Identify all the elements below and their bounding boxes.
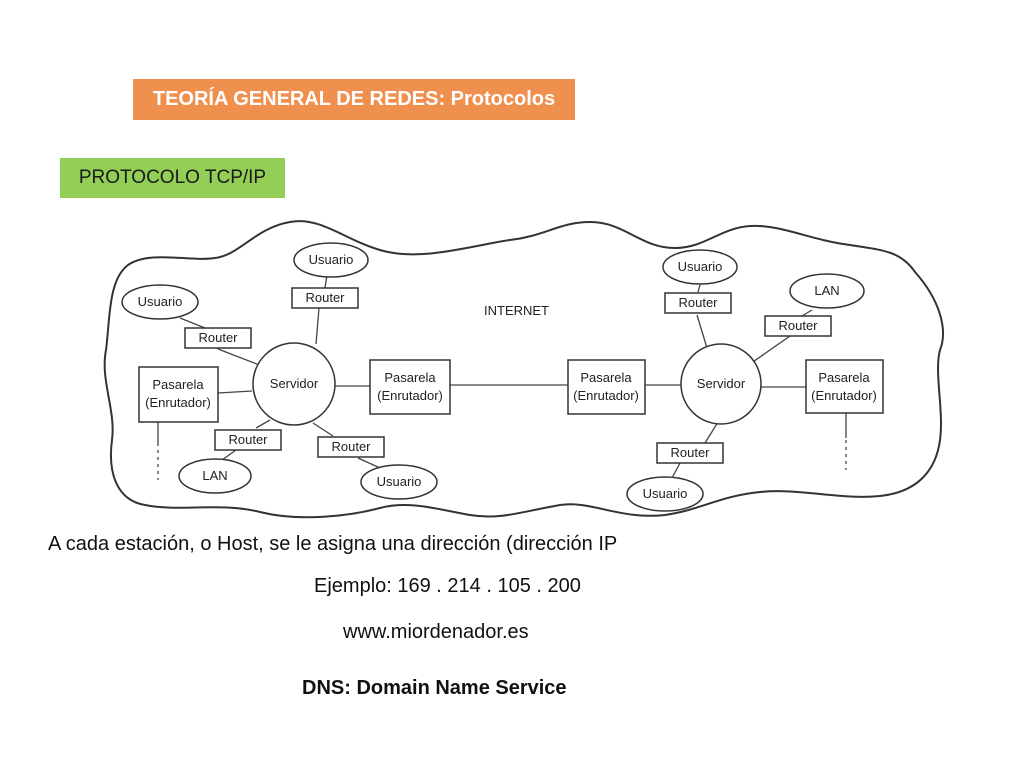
svg-text:Pasarela: Pasarela bbox=[818, 370, 870, 385]
router-node-left: Router bbox=[184, 327, 252, 349]
link-router-servidor-lan bbox=[749, 335, 791, 365]
usuario-node-top-right: Usuario bbox=[662, 249, 738, 285]
svg-text:Router: Router bbox=[678, 295, 718, 310]
svg-text:Pasarela: Pasarela bbox=[384, 370, 436, 385]
ip-example-text: Ejemplo: 169 . 214 . 105 . 200 bbox=[314, 575, 581, 597]
svg-text:Router: Router bbox=[331, 439, 371, 454]
pasarela-node-far-left: Pasarela (Enrutador) bbox=[138, 366, 219, 423]
link-pasarela-servidor-left bbox=[217, 390, 253, 394]
link-router-servidor-right-top bbox=[696, 314, 708, 349]
ip-assignment-text: A cada estación, o Host, se le asigna un… bbox=[48, 533, 618, 555]
section-label: PROTOCOLO TCP/IP bbox=[60, 158, 285, 198]
link-servidor-router-bottom-right2 bbox=[704, 421, 719, 444]
slide-title: TEORÍA GENERAL DE REDES: Protocolos bbox=[133, 79, 575, 120]
router-node-top-right: Router bbox=[664, 292, 732, 314]
connections bbox=[157, 274, 847, 480]
router-node-top-left: Router bbox=[291, 287, 359, 309]
svg-text:Usuario: Usuario bbox=[678, 259, 723, 274]
pasarela-node-far-right: Pasarela (Enrutador) bbox=[805, 359, 884, 414]
svg-text:Usuario: Usuario bbox=[309, 252, 354, 267]
svg-text:Usuario: Usuario bbox=[377, 474, 422, 489]
svg-text:Router: Router bbox=[198, 330, 238, 345]
router-node-bottom-center: Router bbox=[317, 436, 385, 458]
svg-text:(Enrutador): (Enrutador) bbox=[377, 388, 443, 403]
svg-text:Router: Router bbox=[228, 432, 268, 447]
svg-text:LAN: LAN bbox=[814, 283, 839, 298]
lan-node-left: LAN bbox=[178, 458, 252, 494]
link-router-servidor-left bbox=[217, 348, 263, 367]
link-usuario-router-left bbox=[179, 317, 206, 329]
servidor-node-right: Servidor bbox=[680, 343, 762, 425]
link-servidor-router-bottom-right bbox=[312, 422, 334, 437]
internet-label: INTERNET bbox=[484, 303, 549, 318]
servidor-node-left: Servidor bbox=[252, 342, 336, 426]
svg-text:(Enrutador): (Enrutador) bbox=[811, 388, 877, 403]
link-lan-router-right bbox=[801, 309, 813, 317]
link-router-lan bbox=[221, 449, 237, 461]
pasarela-node-center-right: Pasarela (Enrutador) bbox=[567, 359, 646, 415]
link-router-usuario-bottom-right bbox=[671, 462, 681, 479]
usuario-node-left: Usuario bbox=[121, 284, 199, 320]
svg-text:Usuario: Usuario bbox=[138, 294, 183, 309]
svg-text:Servidor: Servidor bbox=[270, 376, 319, 391]
dns-definition-text: DNS: Domain Name Service bbox=[302, 677, 567, 699]
domain-example-text: www.miordenador.es bbox=[343, 621, 529, 643]
svg-text:(Enrutador): (Enrutador) bbox=[145, 395, 211, 410]
svg-text:Router: Router bbox=[670, 445, 710, 460]
svg-text:Usuario: Usuario bbox=[643, 486, 688, 501]
svg-text:Servidor: Servidor bbox=[697, 376, 746, 391]
link-usuario-router-right bbox=[697, 284, 701, 293]
svg-text:Router: Router bbox=[305, 290, 345, 305]
router-node-right: Router bbox=[764, 315, 832, 337]
link-servidor-router-bottom bbox=[255, 419, 271, 429]
usuario-node-top-left: Usuario bbox=[293, 242, 369, 278]
router-node-bottom-left: Router bbox=[214, 429, 282, 451]
svg-text:(Enrutador): (Enrutador) bbox=[573, 388, 639, 403]
svg-text:LAN: LAN bbox=[202, 468, 227, 483]
internet-cloud bbox=[103, 220, 944, 519]
link-router-usuario-bottom bbox=[357, 457, 381, 469]
usuario-node-bottom-right: Usuario bbox=[626, 476, 704, 512]
link-router-servidor-top bbox=[315, 307, 320, 345]
pasarela-node-center-left: Pasarela (Enrutador) bbox=[369, 359, 451, 415]
svg-text:Pasarela: Pasarela bbox=[152, 377, 204, 392]
svg-text:Pasarela: Pasarela bbox=[580, 370, 632, 385]
router-node-bottom-right: Router bbox=[656, 442, 724, 464]
lan-node-right: LAN bbox=[789, 273, 865, 309]
usuario-node-bottom-center: Usuario bbox=[360, 464, 438, 500]
svg-text:Router: Router bbox=[778, 318, 818, 333]
